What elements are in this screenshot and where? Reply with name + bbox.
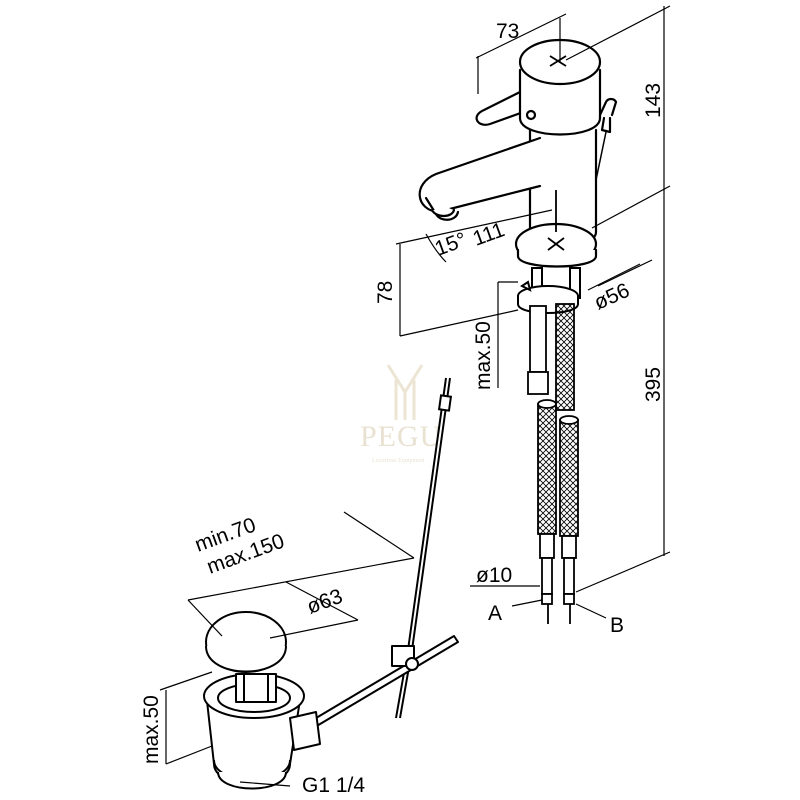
hose-b-upper: [555, 303, 575, 411]
label-73: 73: [496, 20, 519, 43]
watermark-logo: PEGU Luxurious Equipment: [360, 364, 442, 464]
side-outlet: [289, 711, 321, 751]
label-diameter-10: ø10: [476, 564, 512, 587]
centerline-marks: [547, 55, 567, 251]
label-hose-a: A: [488, 602, 502, 625]
watermark-brand: PEGU: [360, 420, 442, 453]
pivot-rod: [305, 635, 459, 731]
label-max50-waste: max.50: [140, 695, 163, 764]
label-15deg: 15°: [432, 228, 470, 260]
label-max50-tap: max.50: [472, 321, 495, 390]
watermark-tagline: Luxurious Equipment: [372, 458, 425, 464]
spout: [418, 136, 542, 214]
label-diameter-63: ø63: [304, 585, 346, 619]
waste-dimension-lines: [159, 511, 415, 787]
label-143: 143: [642, 83, 665, 118]
label-111: 111: [470, 218, 508, 251]
waste-drain: [203, 611, 459, 790]
label-diameter-56: ø56: [591, 279, 633, 315]
faucet-body: [418, 38, 618, 268]
hose-b: [559, 419, 579, 537]
flex-hoses: [527, 303, 579, 624]
hose-a: [537, 403, 557, 535]
dimension-labels: 73 143 15° 111 78 ø56 max.50 395 ø10 A B…: [140, 20, 665, 797]
label-thread-g: G1 1/4: [302, 774, 365, 797]
label-395: 395: [642, 367, 665, 402]
label-78: 78: [374, 281, 397, 304]
label-hose-b: B: [610, 614, 624, 637]
cartridge-cylinder: [518, 68, 602, 136]
dimension-lines: [395, 5, 671, 619]
threaded-rod-nut: [527, 371, 549, 395]
